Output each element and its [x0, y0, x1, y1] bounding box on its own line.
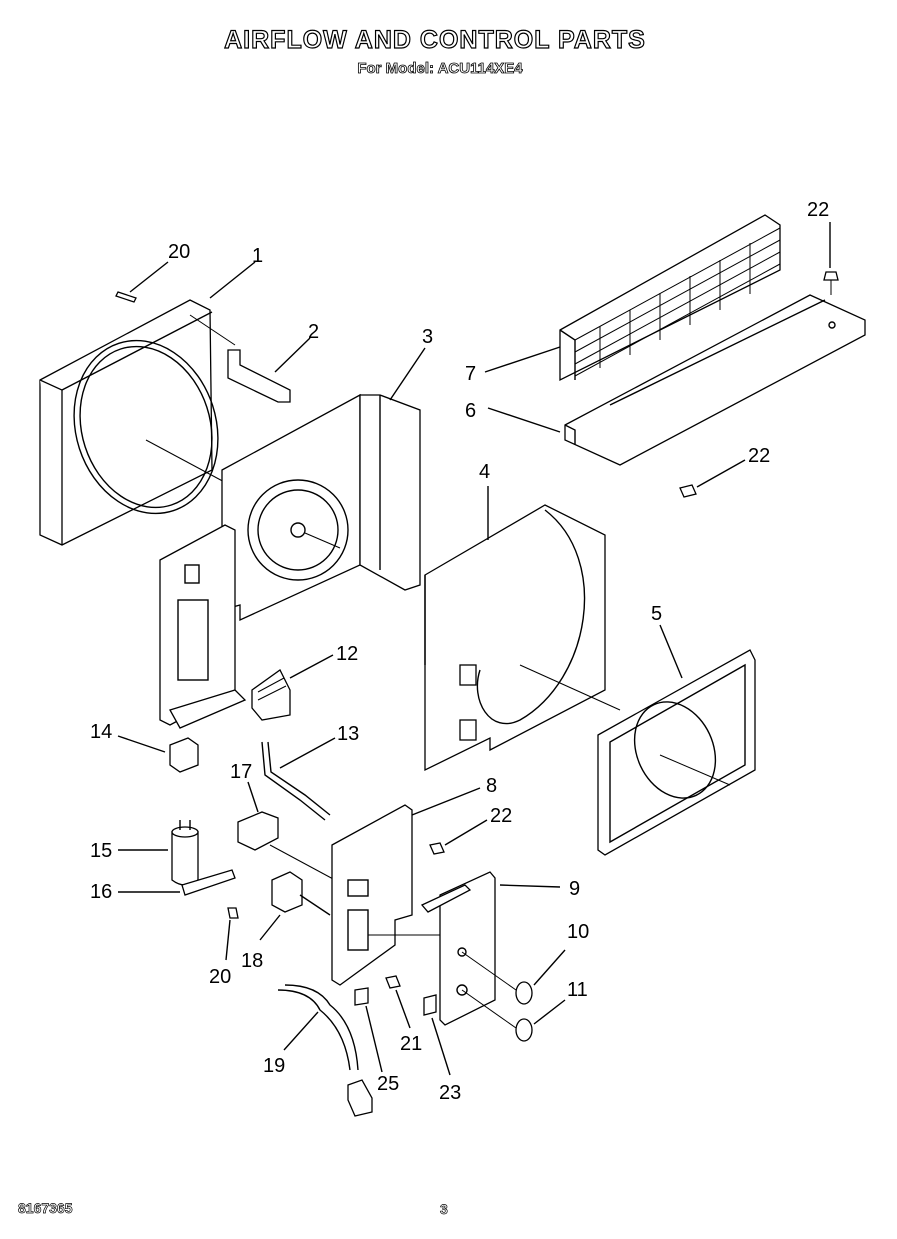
part-7-filter	[559, 214, 781, 382]
part-13-tube	[261, 741, 331, 821]
callout-13: 13	[337, 723, 359, 745]
page-subtitle: For Model: ACU114XE4	[357, 60, 523, 78]
part-23-clip	[423, 994, 437, 1016]
callout-15: 15	[90, 840, 112, 862]
callout-10: 10	[567, 921, 589, 943]
callout-8: 8	[486, 775, 497, 797]
callout-22-top: 22	[807, 199, 829, 221]
part-10-11-knobs	[461, 951, 533, 1042]
callout-17: 17	[230, 761, 252, 783]
part-25-bushing	[354, 987, 369, 1006]
leader-lines	[117, 222, 831, 1076]
callout-3: 3	[422, 326, 433, 348]
part-1-shroud	[39, 299, 236, 546]
callout-25: 25	[377, 1073, 399, 1095]
page-title: AIRFLOW AND CONTROL PARTS	[224, 25, 646, 54]
callout-16: 16	[90, 881, 112, 903]
part-6-rail	[564, 294, 866, 466]
callout-9: 9	[569, 878, 580, 900]
part-12-bracket	[251, 669, 291, 721]
part-9-control-panel	[368, 871, 496, 1026]
callout-20-bottom: 20	[209, 966, 231, 988]
callout-4: 4	[479, 461, 490, 483]
callout-18: 18	[241, 950, 263, 972]
part-3-orifice-panel	[221, 393, 421, 622]
callout-2: 2	[308, 321, 319, 343]
part-15-capacitor	[171, 820, 199, 886]
callout-1: 1	[252, 245, 263, 267]
part-19-power-cord	[277, 984, 373, 1117]
callout-5: 5	[651, 603, 662, 625]
document-number: 8167365	[18, 1200, 73, 1217]
callout-20-top: 20	[168, 241, 190, 263]
part-18-thermostat	[271, 871, 331, 916]
callout-19: 19	[263, 1055, 285, 1077]
callout-12: 12	[336, 643, 358, 665]
part-17-switch	[237, 811, 336, 881]
part-2-bracket	[227, 349, 291, 403]
part-14-relay	[169, 737, 199, 773]
callout-21: 21	[400, 1033, 422, 1055]
callout-14: 14	[90, 721, 112, 743]
part-4-housing	[424, 504, 621, 772]
callout-22-mid: 22	[748, 445, 770, 467]
callout-7: 7	[465, 363, 476, 385]
part-16-strap	[181, 869, 236, 896]
screws	[115, 271, 839, 989]
page-number: 3	[440, 1201, 448, 1218]
part-8-control-bracket	[331, 804, 413, 986]
callout-11: 11	[567, 979, 588, 1001]
callout-22-low: 22	[490, 805, 512, 827]
part-5-frame	[597, 649, 756, 856]
callout-23: 23	[439, 1082, 461, 1104]
side-panel-left	[159, 524, 247, 729]
callout-6: 6	[465, 400, 476, 422]
callout-numbers: 20 1 2 3 4 5 6 7 8 9 10 11 12 13 14 15 1…	[90, 199, 829, 1104]
